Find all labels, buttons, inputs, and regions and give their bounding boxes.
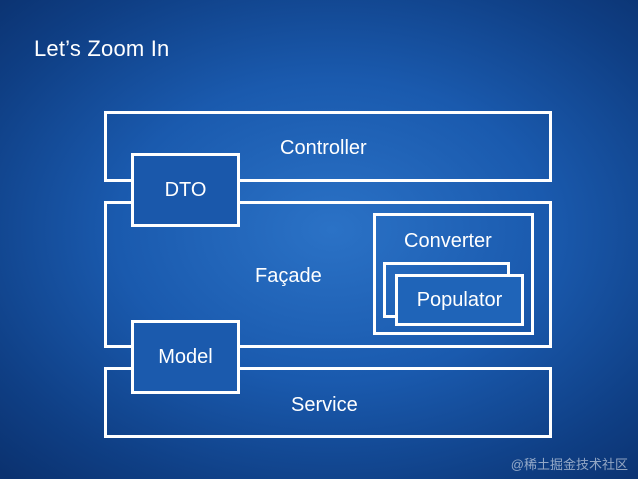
dto-box: DTO (131, 153, 240, 227)
populator-box: Populator (395, 274, 524, 326)
controller-layer (104, 111, 552, 182)
watermark: @稀土掘金技术社区 (510, 457, 628, 472)
model-label: Model (158, 346, 213, 368)
facade-layer (104, 201, 552, 348)
slide-title: Let’s Zoom In (34, 36, 170, 61)
controller-label: Controller (280, 137, 367, 159)
converter-box (373, 213, 534, 335)
service-layer (104, 367, 552, 438)
facade-label: Façade (255, 265, 322, 287)
model-box: Model (131, 320, 240, 394)
service-label: Service (291, 394, 358, 416)
converter-label: Converter (404, 230, 492, 252)
dto-label: DTO (164, 179, 207, 201)
populator-label: Populator (416, 289, 503, 311)
